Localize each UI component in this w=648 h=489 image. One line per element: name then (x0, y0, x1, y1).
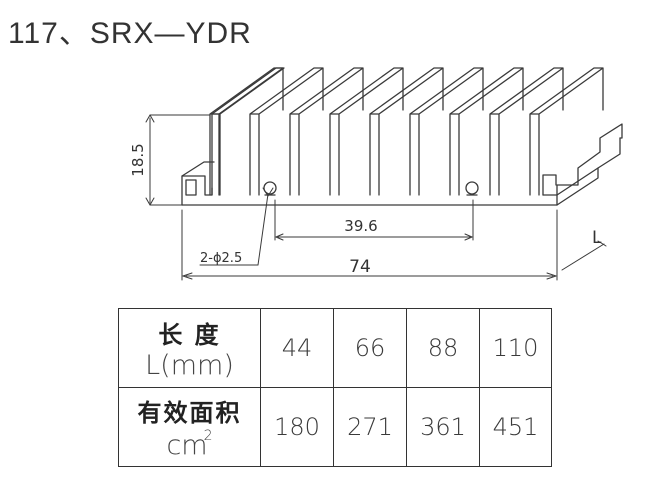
fin (529, 67, 604, 196)
fin (369, 67, 444, 196)
dimension-lines (145, 114, 607, 281)
length-header-label: 长 度 (158, 321, 221, 349)
fin (449, 67, 524, 196)
hole-spacing-dimension-label: 39.6 (344, 217, 377, 235)
area-header-label: 有效面积 (137, 399, 242, 427)
profile-title: 117、SRX—YDR (8, 17, 252, 50)
length-unit-label: L(mm) (145, 350, 234, 381)
area-unit-label: cm2 (119, 428, 260, 461)
fin (209, 67, 284, 196)
table-row: 长 度 L(mm) 44 66 88 110 (118, 308, 552, 388)
length-value: 110 (479, 308, 552, 388)
area-value: 451 (479, 387, 552, 467)
fin (249, 67, 324, 196)
fin (211, 67, 285, 196)
width-dimension-label: 74 (349, 257, 371, 277)
fin (489, 67, 564, 196)
area-unit-base: cm (166, 430, 208, 461)
fin (329, 67, 404, 196)
length-header-cell: 长 度 L(mm) (118, 308, 261, 388)
area-unit-exponent: 2 (203, 428, 213, 444)
length-value: 44 (260, 308, 334, 388)
table-row: 有效面积 cm2 180 271 361 451 (118, 387, 552, 467)
length-value: 88 (406, 308, 480, 388)
height-dimension-label: 18.5 (129, 143, 147, 176)
heatsink-profile-drawing: 18.5 39.6 2-ϕ2.5 74 L (129, 67, 623, 281)
hole-callout-label: 2-ϕ2.5 (200, 251, 242, 266)
spec-table: 长 度 L(mm) 44 66 88 110 有效面积 cm2 180 271 … (118, 308, 552, 467)
length-dimension-label: L (592, 228, 602, 248)
heatsink-base (181, 123, 623, 206)
length-value: 66 (333, 308, 407, 388)
area-value: 271 (333, 387, 407, 467)
fin (409, 67, 484, 196)
heatsink-fins (209, 67, 604, 196)
area-value: 180 (260, 387, 334, 467)
area-header-cell: 有效面积 cm2 (118, 387, 261, 467)
area-value: 361 (406, 387, 480, 467)
fin (289, 67, 364, 196)
